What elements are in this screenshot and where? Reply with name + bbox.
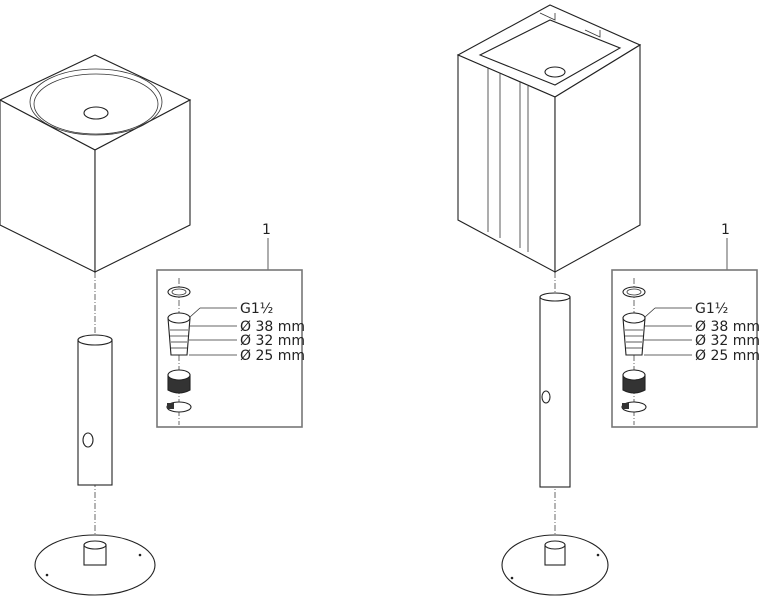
pole <box>539 292 571 488</box>
diameter-label: Ø 32 mm <box>695 333 760 349</box>
fitting-kit-callout: G1½ Ø 38 mm Ø 32 mm Ø 25 mm <box>156 269 305 428</box>
diameter-label: Ø 38 mm <box>240 319 305 335</box>
thread-label: G1½ <box>695 301 728 317</box>
drain-hole <box>544 66 566 78</box>
thread-label: G1½ <box>240 301 273 317</box>
diameter-label: Ø 25 mm <box>240 348 305 364</box>
base-plate <box>34 534 156 596</box>
diameter-label: Ø 38 mm <box>695 319 760 335</box>
callout-number: 1 <box>721 222 730 238</box>
cube-right-face <box>94 99 191 273</box>
base-plate <box>501 534 609 596</box>
cube-basin-assembly: 1 G1½ Ø 38 mm Ø 32 mm Ø 25 mm <box>0 54 305 596</box>
pole <box>77 334 113 486</box>
callout-number: 1 <box>262 222 271 238</box>
column-block-assembly: 1 G1½ Ø 38 mm Ø 32 mm Ø 25 mm <box>456 4 760 596</box>
fitting-kit-callout: G1½ Ø 38 mm Ø 32 mm Ø 25 mm <box>611 269 760 428</box>
diameter-label: Ø 32 mm <box>240 333 305 349</box>
drain-hole <box>83 106 109 120</box>
block-right-face <box>554 44 641 273</box>
diameter-label: Ø 25 mm <box>695 348 760 364</box>
